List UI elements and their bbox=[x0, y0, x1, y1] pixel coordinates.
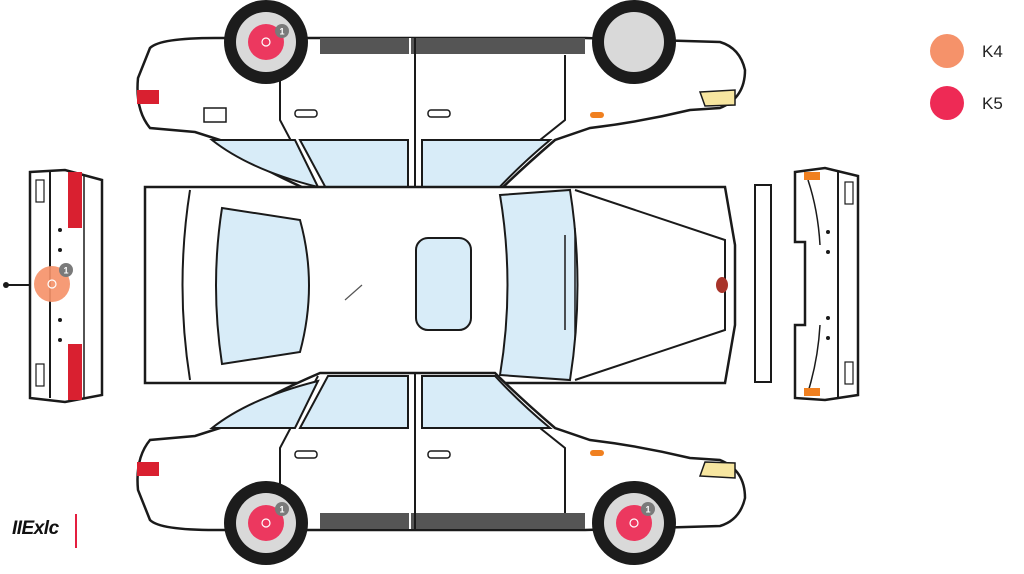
sunroof bbox=[415, 237, 472, 331]
taillight-top-side bbox=[137, 90, 159, 104]
marker-count: 1 bbox=[279, 27, 284, 37]
door-handle bbox=[294, 109, 318, 118]
window-rear-quarter bbox=[209, 379, 320, 429]
door-handle bbox=[427, 109, 451, 118]
side-skirt-trim-top bbox=[320, 38, 585, 54]
front-indicator-left bbox=[804, 172, 820, 180]
car-side-view-top bbox=[136, 0, 747, 197]
damage-marker-k5[interactable]: 1 bbox=[248, 502, 289, 541]
trunk-strip bbox=[754, 184, 772, 383]
front-indicator-right bbox=[804, 388, 820, 396]
damage-marker-k5[interactable]: 1 bbox=[248, 24, 289, 60]
headlight-top-side bbox=[698, 89, 736, 107]
side-skirt-trim-bottom bbox=[320, 513, 585, 529]
legend-label-k4: K4 bbox=[982, 42, 1003, 61]
rim-front-top bbox=[604, 12, 664, 72]
front-bumper-view bbox=[793, 166, 860, 402]
window-front-door bbox=[421, 139, 553, 193]
headlight-bottom-side bbox=[698, 461, 736, 479]
rear-light-right bbox=[68, 344, 82, 400]
front-bumper-body bbox=[793, 166, 860, 402]
marker-count: 1 bbox=[63, 266, 68, 276]
window-rear-door bbox=[298, 375, 409, 429]
brand-accent-line bbox=[75, 514, 77, 548]
marker-count-badge bbox=[59, 263, 73, 277]
door-line bbox=[539, 55, 566, 141]
marker-count: 1 bbox=[645, 505, 650, 515]
door-handle bbox=[427, 450, 451, 459]
damage-marker-k4[interactable]: 1 bbox=[34, 263, 73, 302]
window-front-door bbox=[421, 375, 553, 429]
legend-label-k5: K5 bbox=[982, 94, 1003, 113]
fuel-cap bbox=[203, 107, 227, 123]
door-line bbox=[539, 427, 566, 513]
indicator-bottom-side bbox=[590, 450, 604, 456]
rear-light-left bbox=[68, 172, 82, 228]
car-side-view-bottom bbox=[136, 371, 747, 565]
legend-swatch-k5 bbox=[930, 86, 964, 120]
damage-marker-k5[interactable]: 1 bbox=[616, 502, 655, 541]
windshield bbox=[498, 188, 579, 382]
rear-window bbox=[215, 206, 310, 366]
marker-count-badge bbox=[641, 502, 655, 516]
emblem bbox=[716, 277, 728, 293]
legend-swatch-k4 bbox=[930, 34, 964, 68]
car-roof-view bbox=[143, 185, 737, 385]
indicator-top-side bbox=[590, 112, 604, 118]
door-handle bbox=[294, 450, 318, 459]
taillight-bottom-side bbox=[137, 462, 159, 476]
marker-count-badge bbox=[275, 24, 289, 38]
brand-logo: IIExlc bbox=[12, 518, 59, 539]
marker-count: 1 bbox=[279, 505, 284, 515]
marker-count-badge bbox=[275, 502, 289, 516]
